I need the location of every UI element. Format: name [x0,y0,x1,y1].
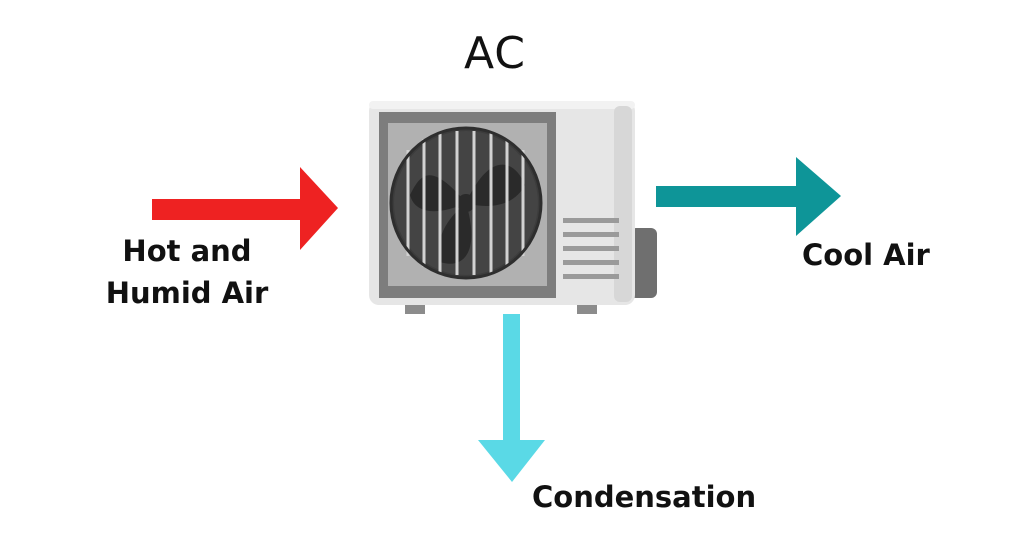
condensation-arrow [478,314,545,482]
cool-air-arrow [656,157,841,236]
input-label-hot-humid-air: Hot and Humid Air [92,230,282,314]
output-label-condensation: Condensation [532,480,757,514]
input-label-line-2: Humid Air [105,276,269,310]
outdoor-ac-unit-icon [369,101,657,314]
fan-icon [389,126,543,280]
hot-air-arrow [152,167,338,250]
output-label-cool-air: Cool Air [802,238,930,272]
input-label-line-1: Hot and [122,234,252,268]
diagram-title: AC [463,28,527,79]
